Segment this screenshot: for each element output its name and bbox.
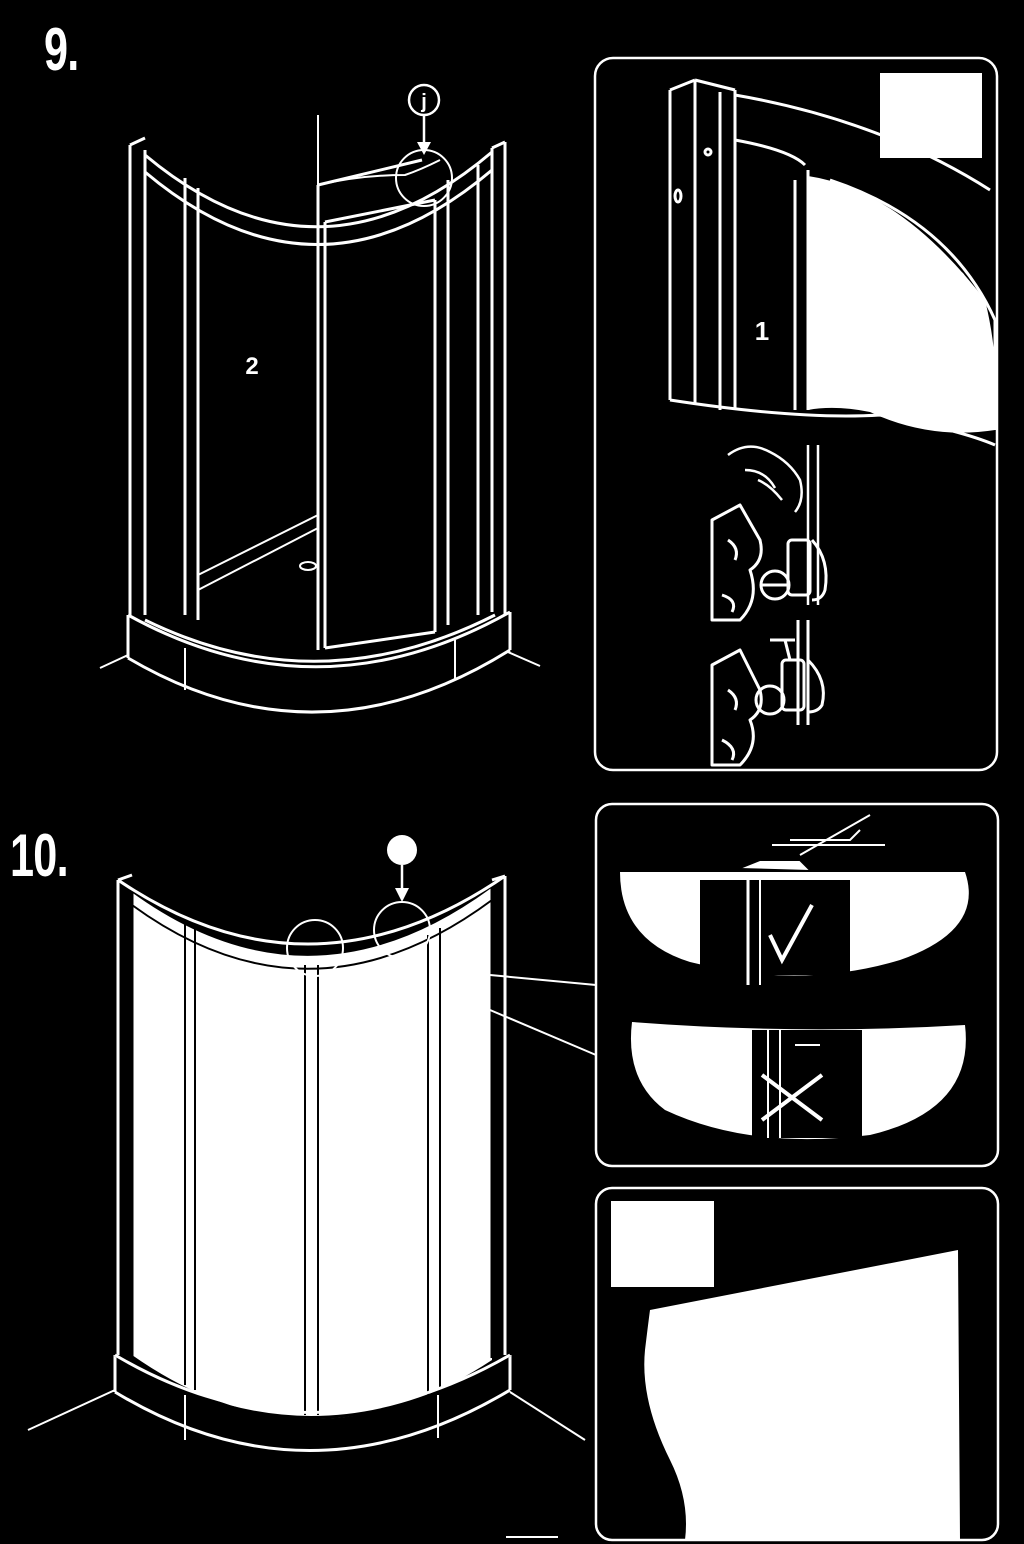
detail-label-box (880, 73, 982, 158)
step-10-number: 10. (10, 822, 69, 889)
step-10-enclosure-drawing (27, 873, 597, 1452)
glass-panel-detail (808, 176, 997, 433)
glass-enclosure-front (132, 885, 492, 1419)
detail-label-1: 1 (755, 316, 769, 346)
sealant-glass-detail (644, 1250, 960, 1540)
roller-bracket-lower (710, 620, 825, 767)
callout-j: j (407, 83, 441, 155)
step-9-enclosure-drawing (99, 115, 541, 714)
step-10-detail-panel (594, 802, 1000, 1168)
roller-bracket-upper (710, 503, 828, 622)
sealant-label-box (611, 1201, 714, 1287)
panel-2-label: 2 (245, 353, 258, 380)
check-mark-icon (768, 904, 814, 965)
hand-icon (727, 445, 820, 605)
callout-j-letter: j (420, 91, 427, 113)
step-9-detail-panel: 1 (593, 56, 999, 772)
cross-mark-icon (760, 1073, 824, 1122)
step-9-number: 9. (44, 16, 79, 83)
callout-dot (387, 835, 417, 902)
step-10-sealant-panel (594, 1186, 1000, 1542)
